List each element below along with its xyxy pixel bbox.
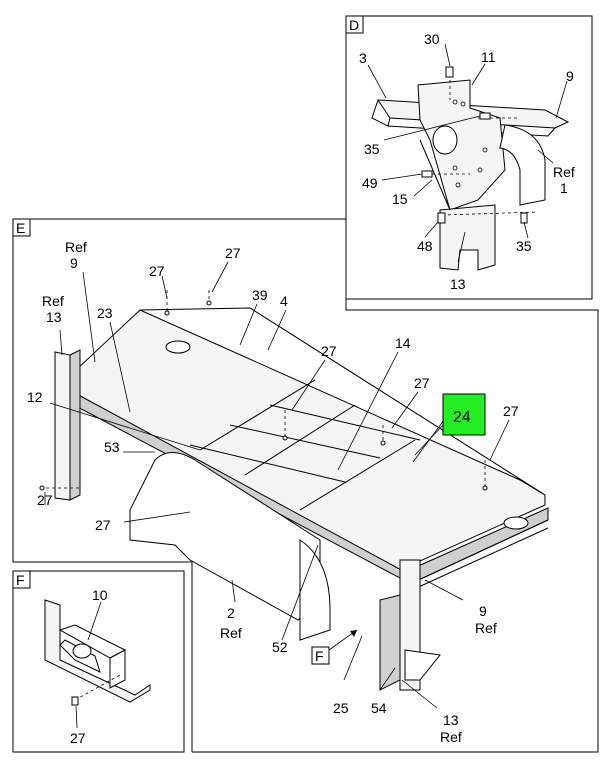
label-1: 1 bbox=[560, 180, 568, 196]
label-e-39: 39 bbox=[252, 287, 268, 303]
label-e-2ref: Ref bbox=[220, 625, 242, 641]
view-e-letter-box bbox=[12, 218, 31, 237]
label-49: 49 bbox=[362, 175, 378, 191]
label-e-27c: 27 bbox=[321, 343, 337, 359]
highlight-24-label: 24 bbox=[453, 409, 471, 426]
label-e-27f: 27 bbox=[37, 492, 53, 508]
label-e-9b: 9 bbox=[479, 603, 487, 619]
label-e-27e: 27 bbox=[503, 403, 519, 419]
view-d-letter: D bbox=[349, 17, 359, 33]
label-e-27b: 27 bbox=[225, 245, 241, 261]
label-e-9: 9 bbox=[70, 255, 78, 271]
view-d-letter-box bbox=[345, 15, 364, 34]
gusset-hole bbox=[432, 125, 458, 155]
post-13 bbox=[439, 204, 496, 271]
label-48: 48 bbox=[417, 238, 433, 254]
deck-hole-rear bbox=[165, 340, 191, 354]
label-35a: 35 bbox=[364, 141, 380, 157]
bolt-30 bbox=[445, 66, 454, 78]
view-e-letter: E bbox=[16, 220, 25, 236]
bolt-48 bbox=[437, 212, 446, 224]
bracket-1 bbox=[499, 124, 546, 206]
label-e-25: 25 bbox=[333, 700, 349, 716]
label-e-2: 2 bbox=[227, 605, 235, 621]
label-30: 30 bbox=[424, 31, 440, 47]
bracket-hole bbox=[72, 643, 92, 659]
callout-f-letter: F bbox=[315, 648, 324, 664]
bolt-35a bbox=[479, 112, 491, 120]
deck-hole-front bbox=[503, 516, 529, 530]
deck-rear-edge bbox=[139, 307, 546, 496]
callout-f-box bbox=[311, 646, 330, 665]
label-e-ref9: Ref bbox=[65, 239, 87, 255]
view-e-frame bbox=[12, 218, 599, 753]
label-e-52: 52 bbox=[272, 639, 288, 655]
side-panel-2 bbox=[129, 452, 321, 621]
label-f-27: 27 bbox=[70, 730, 86, 746]
label-11: 11 bbox=[481, 49, 496, 65]
label-e-27d: 27 bbox=[414, 375, 430, 391]
view-d: D 30 3 bbox=[345, 15, 593, 300]
label-e-23: 23 bbox=[97, 305, 113, 321]
view-f-frame bbox=[12, 570, 185, 753]
label-ref: Ref bbox=[553, 164, 575, 180]
label-e-53: 53 bbox=[104, 439, 120, 455]
label-e-54: 54 bbox=[371, 700, 387, 716]
label-35b: 35 bbox=[516, 238, 532, 254]
label-9: 9 bbox=[566, 68, 574, 84]
label-e-27g: 27 bbox=[95, 517, 111, 533]
label-15: 15 bbox=[392, 191, 408, 207]
label-13: 13 bbox=[450, 276, 466, 292]
bracket-54 bbox=[379, 594, 401, 691]
label-e-13bref: Ref bbox=[440, 729, 462, 745]
view-f: F 10 27 bbox=[12, 570, 185, 753]
callout-f-arrow bbox=[350, 630, 357, 637]
label-e-12: 12 bbox=[27, 389, 43, 405]
bolt-f-27 bbox=[71, 696, 79, 706]
view-f-letter: F bbox=[16, 572, 25, 588]
bolt-49 bbox=[421, 170, 433, 178]
label-e-9bref: Ref bbox=[475, 620, 497, 636]
wheel-arch-52 bbox=[299, 539, 331, 641]
label-e-27a: 27 bbox=[149, 263, 165, 279]
view-f-letter-box bbox=[12, 570, 31, 589]
label-e-13b: 13 bbox=[443, 712, 459, 728]
gusset-plate bbox=[417, 79, 506, 211]
view-e: E bbox=[12, 218, 599, 753]
highlight-24-box[interactable] bbox=[442, 393, 486, 436]
label-e-13: 13 bbox=[46, 309, 62, 325]
view-d-frame bbox=[345, 15, 593, 300]
post-left bbox=[54, 351, 71, 501]
label-f-10: 10 bbox=[92, 587, 108, 603]
label-3: 3 bbox=[359, 50, 367, 66]
label-e-4: 4 bbox=[280, 293, 288, 309]
bracket-10 bbox=[44, 599, 151, 703]
label-e-ref13: Ref bbox=[42, 293, 64, 309]
bolt-35b bbox=[520, 212, 528, 224]
label-e-14: 14 bbox=[395, 335, 411, 351]
